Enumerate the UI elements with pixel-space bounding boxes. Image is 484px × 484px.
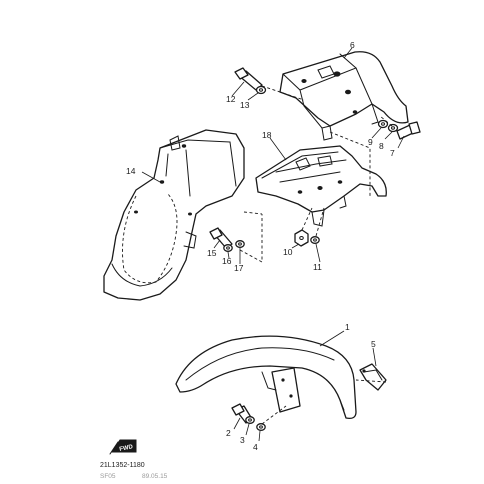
part-13-washer xyxy=(255,85,267,95)
fwd-label: FWD xyxy=(119,444,134,453)
callout-18: 18 xyxy=(262,130,272,140)
callout-16: 16 xyxy=(222,256,232,266)
callout-6: 6 xyxy=(350,40,355,50)
callout-10: 10 xyxy=(283,247,293,257)
part-12-bolt xyxy=(234,67,263,91)
forward-direction-marker: FWD xyxy=(109,439,137,455)
callout-2: 2 xyxy=(226,428,231,438)
figure-code: 21L1352-1180 xyxy=(100,462,145,469)
part-1-rear-fender xyxy=(175,335,357,420)
part-10-nut xyxy=(294,229,309,247)
part-3-washer xyxy=(245,416,255,424)
part-6-bracket-cover xyxy=(279,51,409,141)
callout-5: 5 xyxy=(371,339,376,349)
part-17-washer xyxy=(235,240,245,248)
callouts: 1 2 3 4 5 6 7 8 9 10 11 12 13 14 15 16 1… xyxy=(126,40,395,452)
part-15-bolt xyxy=(209,227,233,249)
callout-4: 4 xyxy=(253,442,258,452)
callout-12: 12 xyxy=(226,94,236,104)
callout-9: 9 xyxy=(368,137,373,147)
part-14-inner-fender xyxy=(103,129,245,301)
part-16-washer xyxy=(223,244,233,252)
part-18-bracket xyxy=(255,145,387,227)
part-5-stay xyxy=(359,363,387,391)
assembly-lines xyxy=(239,85,393,425)
callout-1: 1 xyxy=(345,322,350,332)
callout-15: 15 xyxy=(207,248,217,258)
part-8-washer xyxy=(387,123,399,133)
callout-13: 13 xyxy=(240,100,250,110)
part-11-washer xyxy=(310,236,320,244)
part-9-washer xyxy=(377,119,389,129)
faint-stamp-right: 89.05.15 xyxy=(142,473,168,480)
callout-7: 7 xyxy=(390,148,395,158)
callout-3: 3 xyxy=(240,435,245,445)
faint-stamp-left: SF05 xyxy=(100,473,116,480)
callout-11: 11 xyxy=(313,262,322,272)
part-7-bolt xyxy=(396,121,421,140)
part-4-washer xyxy=(256,423,266,431)
callout-14: 14 xyxy=(126,166,136,176)
callout-17: 17 xyxy=(234,263,244,273)
fwd-arrow-icon xyxy=(111,439,137,453)
leader-lines xyxy=(141,47,405,442)
callout-8: 8 xyxy=(379,141,384,151)
